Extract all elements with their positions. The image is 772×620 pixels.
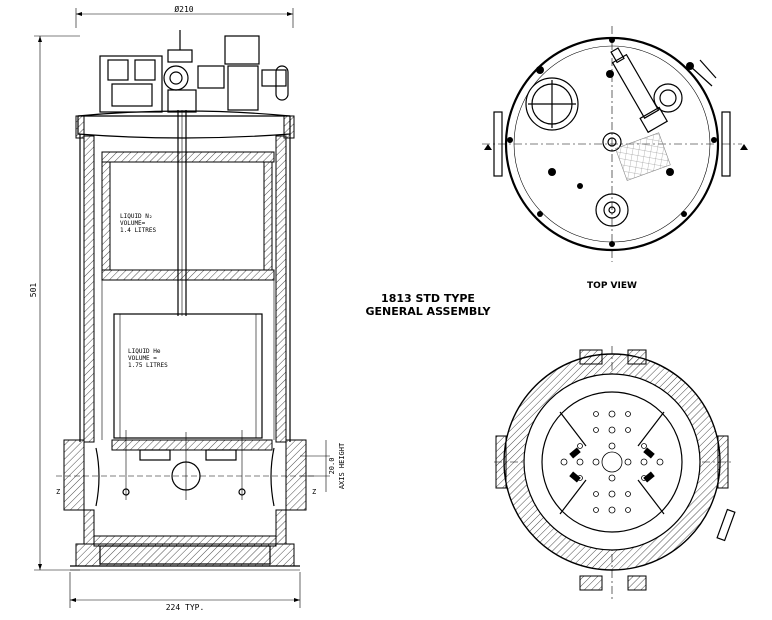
- section-view: Ø210 501: [29, 4, 346, 612]
- top-head: [77, 30, 291, 139]
- helium-label-3: 1.75 LITRES: [128, 362, 168, 369]
- width-dimension: 224 TYP.: [69, 572, 301, 612]
- helium-label-1: LIQUID He: [128, 348, 161, 355]
- nitrogen-label-3: 1.4 LITRES: [120, 227, 157, 234]
- title-block: 1813 STD TYPE GENERAL ASSEMBLY: [365, 292, 491, 318]
- height-label: 501: [29, 283, 38, 298]
- outer-vessel: [75, 115, 295, 443]
- helium-tank: LIQUID He VOLUME = 1.75 LITRES: [113, 313, 263, 439]
- fill-tube: [177, 110, 187, 316]
- nitrogen-label-1: LIQUID N₂: [120, 213, 153, 220]
- width-label: 224 TYP.: [166, 603, 205, 612]
- title-line-2: GENERAL ASSEMBLY: [365, 305, 491, 318]
- axis-offset-label: 20.0: [328, 458, 336, 475]
- height-dimension: 501: [29, 35, 80, 571]
- windows: [56, 439, 316, 511]
- top-view: TOP VIEW: [482, 26, 748, 291]
- axis-height-dimension: 20.0 AXIS HEIGHT Z Z: [56, 440, 346, 496]
- diameter-label: Ø210: [174, 4, 193, 14]
- axis-height-label: AXIS HEIGHT: [338, 442, 346, 489]
- diameter-dimension: Ø210: [75, 4, 294, 28]
- z-label-right: Z: [312, 488, 316, 496]
- nitrogen-tank: LIQUID N₂ VOLUME= 1.4 LITRES: [101, 151, 275, 440]
- hole-grid: [560, 410, 664, 514]
- top-view-label: TOP VIEW: [587, 281, 637, 291]
- nitrogen-label-2: VOLUME=: [120, 220, 146, 227]
- cold-plate: [111, 430, 273, 500]
- z-label-left: Z: [56, 488, 60, 496]
- bottom-view: [494, 346, 736, 600]
- title-line-1: 1813 STD TYPE: [381, 292, 475, 305]
- helium-label-2: VOLUME =: [128, 355, 157, 362]
- base: [70, 509, 300, 571]
